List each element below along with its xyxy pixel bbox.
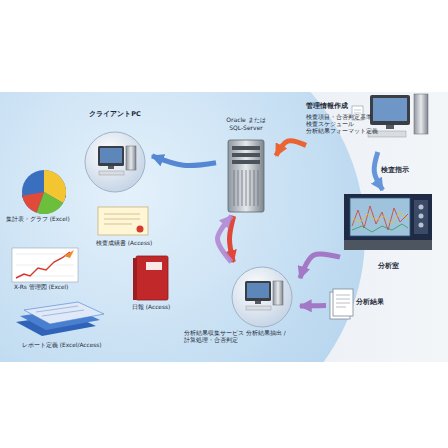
certificate bbox=[98, 207, 148, 235]
pc-tower bbox=[414, 94, 428, 134]
flow-arrow bbox=[300, 254, 340, 278]
node-label: 集計表・グラフ (Excel) bbox=[6, 216, 90, 223]
flow-arrow bbox=[229, 216, 233, 262]
knob bbox=[419, 223, 424, 228]
analysis-room: 分析室 bbox=[340, 190, 436, 274]
pc-disc bbox=[85, 132, 145, 192]
chart-line bbox=[16, 252, 70, 278]
doc-lines bbox=[336, 295, 350, 307]
control-chart: X-Rs 管理図 (Excel) bbox=[6, 244, 90, 292]
keyboard bbox=[99, 171, 124, 175]
book bbox=[136, 256, 168, 300]
node-label: クライアントPC bbox=[78, 110, 152, 118]
control-chart bbox=[12, 248, 78, 282]
summary-chart: 集計表・グラフ (Excel) bbox=[6, 166, 90, 224]
waveform bbox=[352, 224, 408, 232]
node-label: 分析室 bbox=[340, 262, 436, 270]
flow-arrow bbox=[300, 303, 326, 308]
waveform bbox=[352, 212, 408, 224]
knob bbox=[419, 205, 424, 210]
monitor-screen bbox=[100, 148, 122, 163]
chart-grid bbox=[16, 254, 74, 276]
node-label: 検査成績書 (Access) bbox=[96, 240, 164, 247]
node-body: 検査項目・合否判定基準 検査スケジュール 分析結果フォーマット定義 bbox=[306, 114, 380, 136]
node-label: 分析結果収集サービス 分析結果抽出 / 計算処理・合否判定 bbox=[184, 330, 288, 344]
monitor-screen bbox=[373, 98, 407, 121]
pc-tower bbox=[273, 281, 283, 305]
certificate-lines bbox=[104, 214, 140, 224]
knob bbox=[419, 214, 424, 219]
pc-disc bbox=[232, 267, 292, 327]
node-label: 分析結果 bbox=[356, 298, 392, 306]
server-slot bbox=[232, 153, 260, 157]
flow-arrow bbox=[217, 216, 231, 262]
monitor-screen bbox=[247, 283, 269, 298]
certificate-seal bbox=[137, 226, 144, 233]
monitor-stand bbox=[108, 166, 114, 169]
instrument-screen bbox=[350, 198, 410, 236]
book-spine bbox=[133, 258, 137, 300]
pie-chart bbox=[22, 170, 66, 214]
database-server: Oracle または SQL-Server bbox=[216, 116, 276, 216]
report-sheet bbox=[24, 302, 104, 324]
pie-slice bbox=[22, 192, 44, 213]
monitor bbox=[98, 146, 124, 166]
report-definition: レポート定義 (Excel/Access) bbox=[8, 300, 112, 352]
node-label: X-Rs 管理図 (Excel) bbox=[14, 284, 90, 291]
result-document: 分析結果 bbox=[326, 286, 392, 324]
instrument-panel bbox=[414, 200, 428, 234]
collection-pc: 分析結果収集サービス 分析結果抽出 / 計算処理・合否判定 bbox=[190, 262, 300, 352]
edge-label: 検査指示 bbox=[381, 166, 409, 175]
report-lines bbox=[36, 306, 84, 316]
flow-arrow bbox=[276, 141, 306, 156]
monitor-stand bbox=[386, 125, 394, 129]
node-label: 日報 (Access) bbox=[132, 304, 186, 311]
node-label: Oracle または SQL-Server bbox=[222, 116, 270, 131]
monitor bbox=[370, 95, 410, 125]
monitor-stand bbox=[255, 301, 261, 304]
inspection-report: 検査成績書 (Access) bbox=[92, 204, 164, 250]
client-pc: クライアントPC bbox=[78, 110, 152, 194]
server-tower bbox=[228, 140, 264, 212]
node-label: 管理情報作成 bbox=[306, 102, 366, 111]
chart-arrowhead bbox=[64, 250, 74, 258]
pc-tower bbox=[126, 146, 136, 170]
keyboard bbox=[246, 306, 271, 310]
book-label bbox=[146, 262, 162, 270]
result-doc bbox=[333, 289, 353, 316]
management-pc: 管理情報作成検査項目・合否判定基準 検査スケジュール 分析結果フォーマット定義 bbox=[306, 92, 442, 152]
server-grille bbox=[234, 170, 258, 206]
flow-arrow bbox=[152, 156, 216, 166]
server-slot bbox=[232, 146, 260, 150]
daily-report: 日報 (Access) bbox=[126, 250, 186, 312]
instrument-base bbox=[344, 240, 432, 250]
instrument-photo bbox=[344, 194, 432, 250]
node-label: レポート定義 (Excel/Access) bbox=[22, 342, 112, 349]
server-slot bbox=[232, 160, 260, 164]
monitor bbox=[245, 281, 271, 301]
